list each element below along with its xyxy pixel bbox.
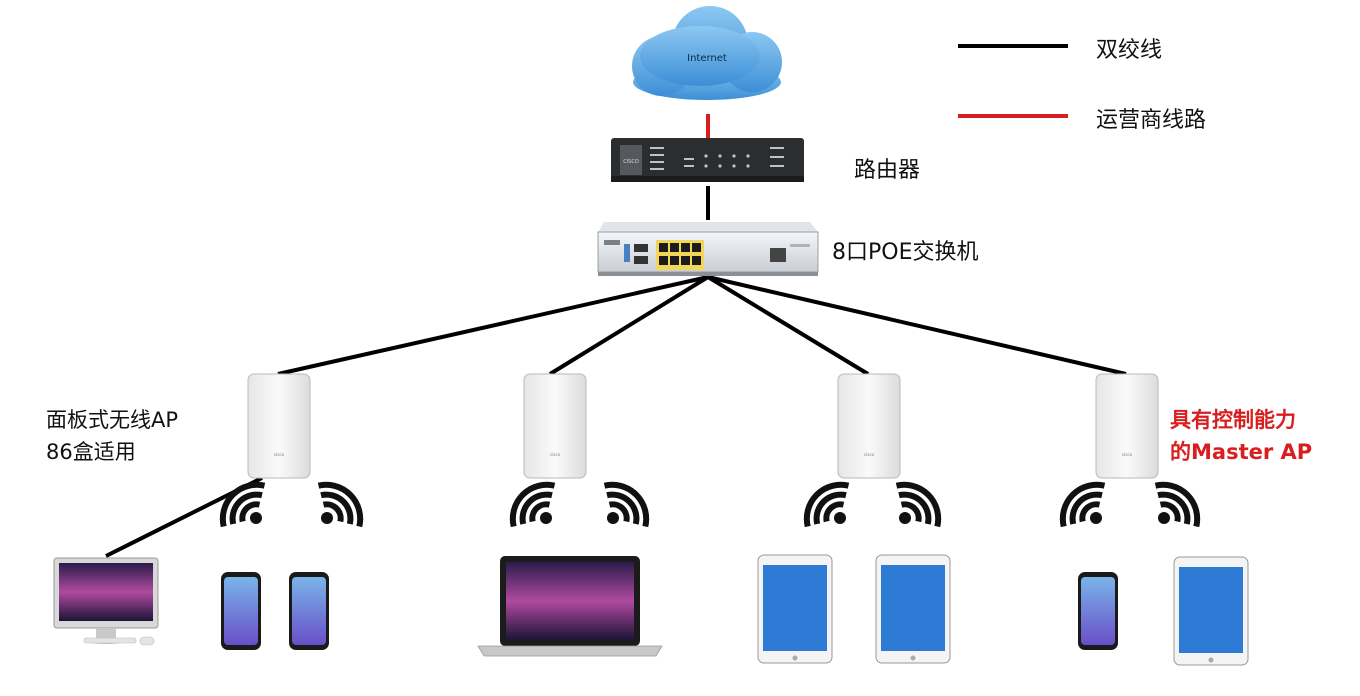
master-ap-description: 具有控制能力 的Master AP xyxy=(1170,404,1312,468)
wifi-signal-icon xyxy=(603,481,650,528)
wifi-signal-icon xyxy=(317,481,364,528)
wireless-ap-icon: cisco xyxy=(837,373,901,479)
wifi-signal-icon xyxy=(219,481,266,528)
wifi-signal-icon xyxy=(1059,481,1106,528)
wireless-ap-icon: cisco xyxy=(247,373,311,479)
laptop-icon xyxy=(477,556,663,657)
switch-ap3-link xyxy=(706,275,870,376)
ap-description-line2: 86盒适用 xyxy=(46,440,136,464)
cloud-icon: Internet xyxy=(632,6,782,100)
svg-text:cisco: cisco xyxy=(864,452,875,457)
wifi-signal-icon xyxy=(1154,481,1201,528)
ap-description-line1: 面板式无线AP xyxy=(46,408,179,432)
wifi-signal-icon xyxy=(509,481,556,528)
switch-ap4-link xyxy=(707,275,1127,376)
wifi-signal-icon xyxy=(895,481,942,528)
router-label: 路由器 xyxy=(854,158,921,183)
switch-ap2-link xyxy=(548,275,710,376)
wireless-ap-icon: cisco xyxy=(523,373,587,479)
smartphone-icon xyxy=(289,572,329,650)
desktop-computer-icon xyxy=(53,557,159,646)
wifi-signals xyxy=(219,481,1201,528)
smartphone-icon xyxy=(1078,572,1118,650)
legend-twisted-pair-label: 双绞线 xyxy=(1096,38,1163,63)
wifi-signal-icon xyxy=(803,481,850,528)
tablet-icon xyxy=(1173,556,1249,666)
legend-isp-line-label: 运营商线路 xyxy=(1096,108,1207,133)
tablet-icon xyxy=(757,554,833,664)
master-ap-description-line2: 的Master AP xyxy=(1170,440,1313,464)
master-ap-description-line1: 具有控制能力 xyxy=(1170,408,1296,432)
svg-text:cisco: cisco xyxy=(1122,452,1133,457)
legend xyxy=(958,44,1068,118)
svg-text:cisco: cisco xyxy=(550,452,561,457)
ap-description: 面板式无线AP 86盒适用 xyxy=(46,404,178,468)
router-icon: CISCO xyxy=(611,138,804,182)
tablet-icon xyxy=(875,554,951,664)
svg-text:cisco: cisco xyxy=(274,452,285,457)
switch-label: 8口POE交换机 xyxy=(832,240,979,265)
switch-ap1-link xyxy=(277,275,709,376)
master-wireless-ap-icon: cisco xyxy=(1095,373,1159,479)
smartphone-icon xyxy=(221,572,261,650)
svg-text:CISCO: CISCO xyxy=(623,159,639,165)
switch-icon xyxy=(597,222,819,276)
internet-label: Internet xyxy=(687,53,727,64)
